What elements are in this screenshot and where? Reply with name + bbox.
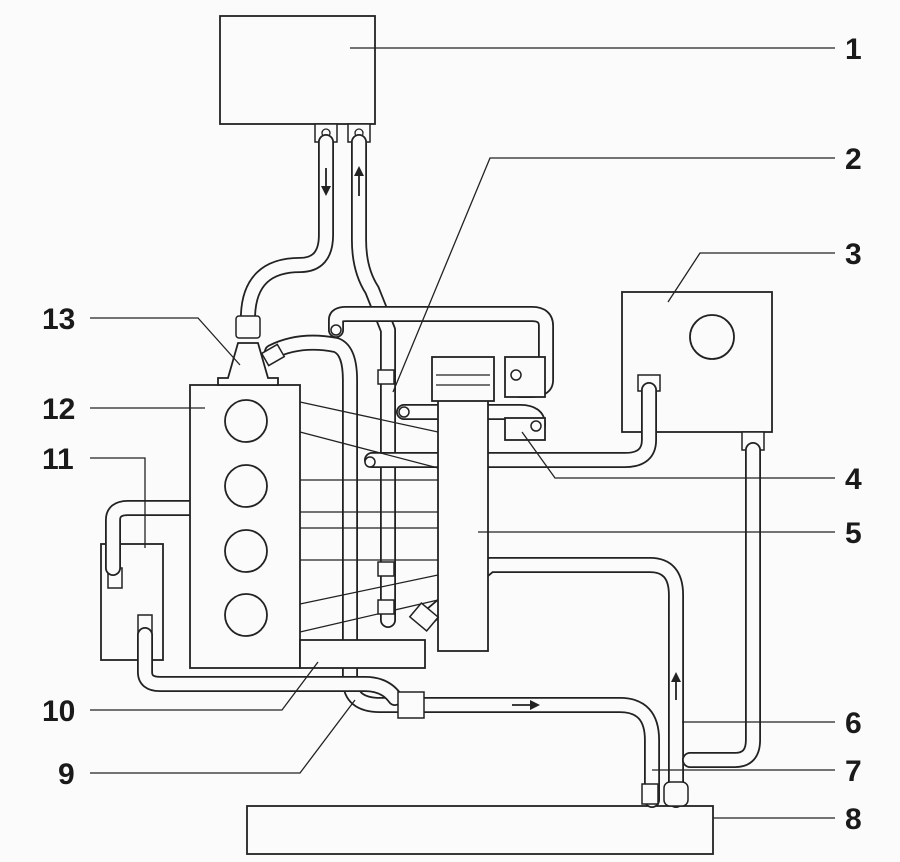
component-1-box [219,15,376,143]
component-8-radiator [246,805,714,855]
callout-2: 2 [845,143,862,176]
callout-3: 3 [845,238,862,271]
component-5-panel [431,356,546,652]
callout-12: 12 [42,393,75,426]
callout-8: 8 [845,803,862,836]
callout-11: 11 [42,443,74,476]
flow-arrow-right [512,700,540,710]
callout-10: 10 [42,695,75,728]
callout-6: 6 [845,707,862,740]
callout-5: 5 [845,517,862,550]
flow-arrows [321,166,681,710]
callout-9: 9 [58,758,75,791]
callout-7: 7 [845,755,862,788]
callout-4: 4 [845,463,862,496]
callout-1: 1 [845,33,862,66]
flow-arrow-down [321,168,331,196]
component-3-tank [621,291,773,451]
component-13-thermostat-housing [217,315,286,386]
flow-arrow-up-2 [671,672,681,700]
leader-lines [90,47,835,819]
hose-clamps [330,324,689,807]
component-12-engine-block [189,384,439,669]
flow-arrow-up [354,166,364,196]
callout-13: 13 [42,303,75,336]
callout-labels: 1 2 3 4 5 6 7 8 9 10 11 12 13 [42,33,862,836]
hoses [105,134,761,808]
